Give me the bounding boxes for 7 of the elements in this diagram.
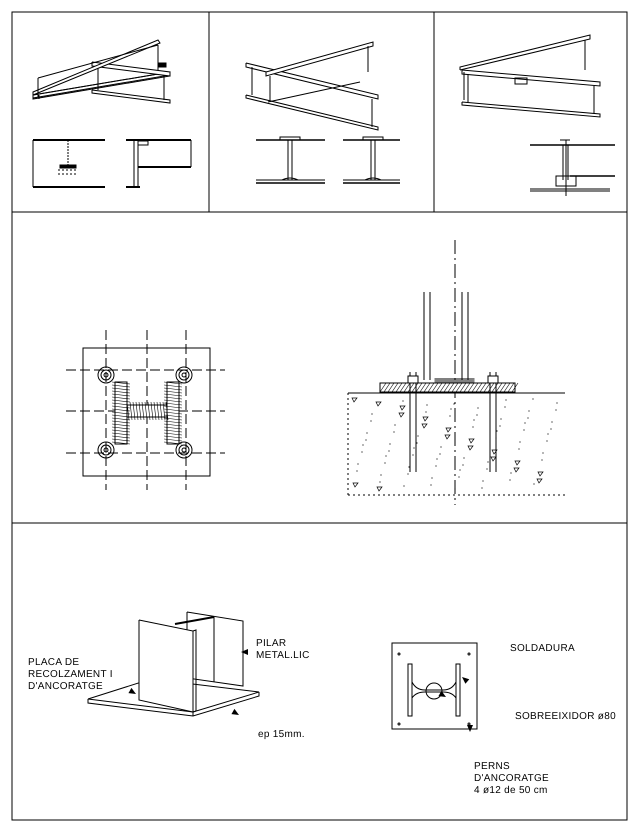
part-label: 4 ø12 de 50 cm [474, 785, 549, 797]
part-label: SOLDADURA [510, 643, 576, 655]
part-label: PLACA DE RECOLZAMENT I D'ANCORATGE [28, 657, 114, 693]
part-label: PERNS D'ANCORATGE [474, 761, 550, 785]
part-label: PILAR METAL.LIC [256, 638, 311, 662]
part-label: SOBREEIXIDOR ø80 [515, 711, 617, 723]
part-label: ep 15mm. [258, 729, 306, 741]
